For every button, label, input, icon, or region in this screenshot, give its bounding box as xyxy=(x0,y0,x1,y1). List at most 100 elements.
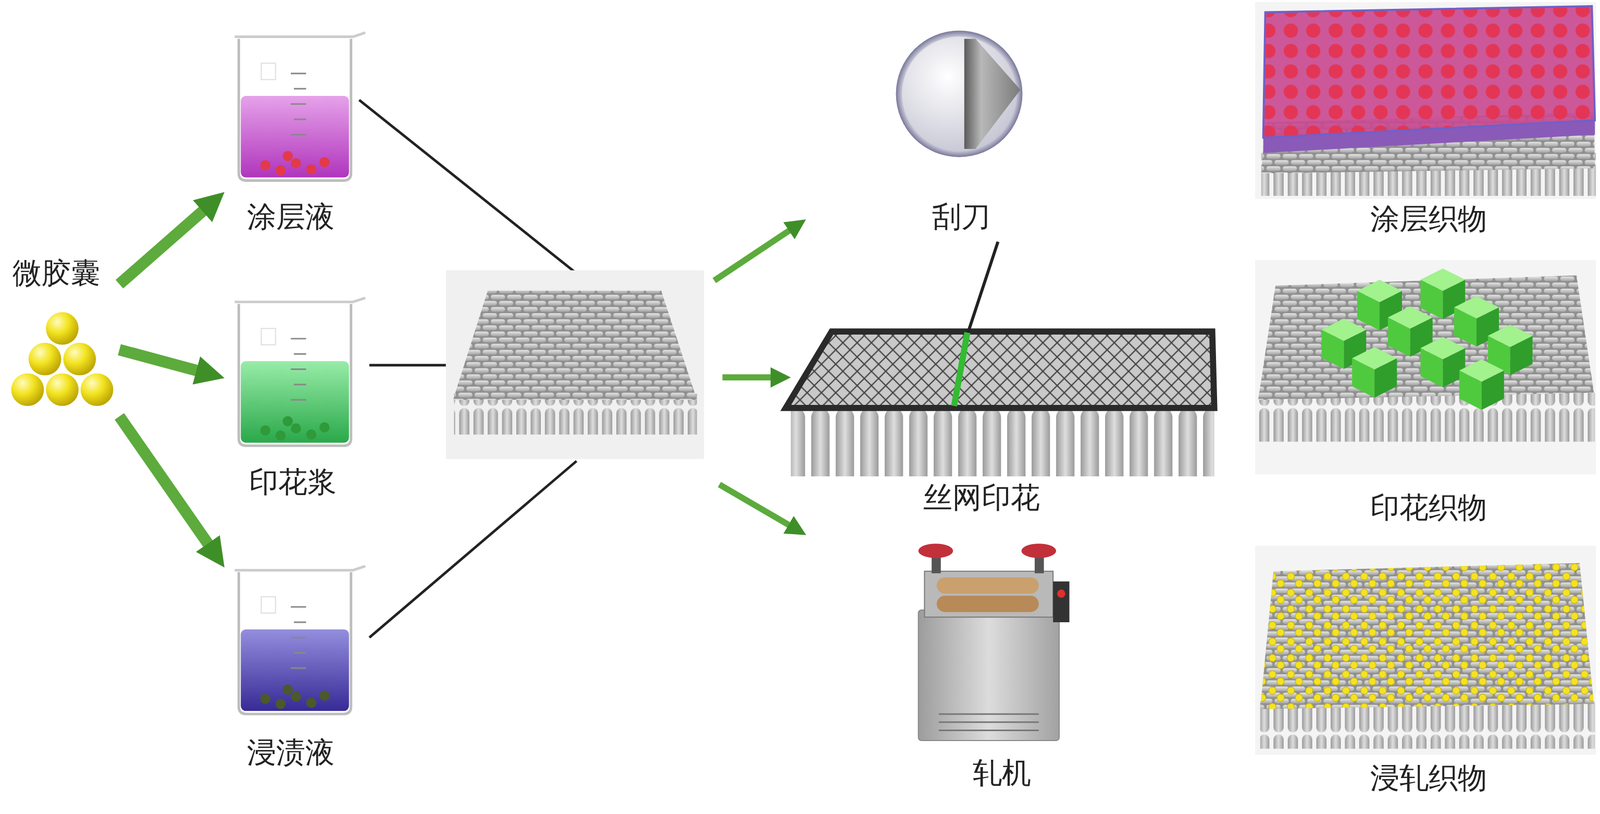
picture-node: 微胶囊 xyxy=(5,250,120,419)
microcapsules xyxy=(45,312,79,345)
beaker-printing xyxy=(290,423,302,434)
padding-mangle xyxy=(918,610,1060,741)
beaker-printing xyxy=(319,422,330,433)
screen-printing xyxy=(785,241,1215,477)
beaker-padding xyxy=(234,565,366,714)
beaker-padding xyxy=(238,572,351,714)
padded-fabric xyxy=(1260,562,1594,709)
beaker-coating xyxy=(319,156,330,168)
coated-fabric xyxy=(1255,2,1596,200)
beaker-printing xyxy=(290,338,306,400)
picture-node: 刮刀 xyxy=(892,28,1026,239)
beaker-padding xyxy=(306,697,317,709)
process-arrows xyxy=(722,374,785,381)
caption: 印花织物 xyxy=(1370,489,1487,525)
printed-fabric xyxy=(1255,259,1596,475)
padded-fabric xyxy=(1255,545,1596,755)
beaker-padding xyxy=(275,698,287,710)
padded-fabric xyxy=(1255,545,1596,755)
beaker-coating xyxy=(290,73,306,135)
padding-mangle xyxy=(938,713,1039,730)
picture-node: 轧机 xyxy=(902,542,1072,795)
base-fabric xyxy=(454,393,698,435)
caption: 浸渍液 xyxy=(246,734,335,770)
process-arrow xyxy=(119,202,213,284)
beaker-coating xyxy=(259,159,271,171)
padding-mangle xyxy=(936,595,1039,612)
coated-fabric xyxy=(1263,6,1596,139)
beaker-padding xyxy=(240,629,350,712)
caption: 浸轧织物 xyxy=(1370,760,1487,796)
printed-fabric xyxy=(1420,336,1466,388)
caption: 微胶囊 xyxy=(12,255,101,291)
beaker-coating xyxy=(306,164,317,175)
doctor-blade xyxy=(964,38,1021,149)
coated-fabric xyxy=(1263,6,1596,139)
printed-fabric xyxy=(1255,259,1596,475)
beaker-coating xyxy=(275,165,287,176)
doctor-blade xyxy=(896,30,1023,158)
printed-fabric xyxy=(1459,358,1505,410)
picture-node: 浸渍液 xyxy=(224,559,363,774)
padding-mangle xyxy=(1021,543,1057,558)
beaker-coating xyxy=(234,32,366,181)
base-fabric xyxy=(445,270,705,460)
beaker-printing xyxy=(306,429,317,440)
screen-printing xyxy=(785,331,1215,408)
picture-node: 涂层液 xyxy=(224,25,363,238)
beaker-padding xyxy=(290,691,302,702)
beaker-coating xyxy=(261,63,276,80)
beaker-padding xyxy=(261,596,276,613)
padding-mangle xyxy=(924,571,1053,617)
beaker-coating xyxy=(234,32,366,37)
caption: 轧机 xyxy=(972,754,1032,790)
padded-fabric xyxy=(1260,701,1595,749)
padding-mangle xyxy=(936,577,1039,594)
caption: 涂层织物 xyxy=(1370,201,1487,237)
screen-printing xyxy=(967,241,999,335)
padding-mangle xyxy=(1052,581,1070,623)
beaker-printing xyxy=(240,361,350,443)
beaker-printing xyxy=(238,303,351,446)
process-arrows xyxy=(719,484,801,532)
beaker-coating xyxy=(282,151,294,162)
microcapsules xyxy=(11,373,45,406)
process-arrow xyxy=(119,349,210,375)
beaker-printing xyxy=(275,430,287,441)
microcapsules xyxy=(45,373,79,406)
microcapsules xyxy=(63,342,96,376)
beaker-coating xyxy=(238,38,351,181)
beaker-padding xyxy=(290,606,306,668)
microcapsules xyxy=(80,373,114,406)
screen-printing xyxy=(953,332,967,406)
process-arrow xyxy=(119,416,216,555)
printed-fabric xyxy=(1258,392,1595,442)
beaker-padding xyxy=(234,565,366,570)
screen-printing xyxy=(790,402,1215,477)
beaker-padding xyxy=(259,693,271,704)
beaker-coating xyxy=(290,157,302,169)
caption: 涂层液 xyxy=(246,199,335,234)
joining-lines xyxy=(369,461,577,638)
padding-mangle xyxy=(918,543,1070,741)
padding-mangle xyxy=(918,543,954,558)
beaker-padding xyxy=(282,684,294,695)
base-fabric xyxy=(445,270,705,460)
beaker-padding xyxy=(319,690,330,701)
joining-lines xyxy=(369,363,446,367)
beaker-printing xyxy=(234,298,366,446)
picture-node: 涂层织物 xyxy=(1253,2,1596,240)
caption: 丝网印花 xyxy=(923,479,1040,515)
picture-node: 印花浆 xyxy=(224,290,363,503)
beaker-coating xyxy=(240,95,350,178)
doctor-blade xyxy=(896,30,1023,158)
caption: 刮刀 xyxy=(932,199,991,234)
process-arrows xyxy=(714,223,801,281)
picture-node: 丝网印花 xyxy=(780,301,1220,518)
caption: 印花浆 xyxy=(249,464,337,500)
base-fabric xyxy=(453,290,698,400)
coated-fabric xyxy=(1255,2,1596,200)
joining-lines xyxy=(358,100,577,274)
